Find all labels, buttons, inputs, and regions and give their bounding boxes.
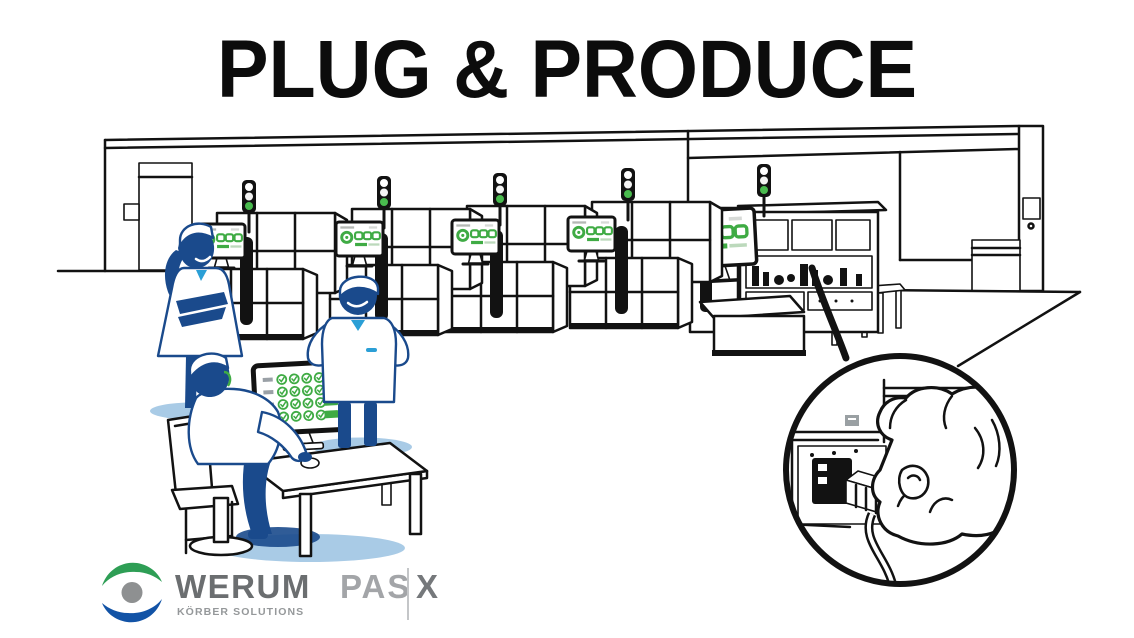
label-icon bbox=[845, 415, 859, 426]
hand bbox=[298, 452, 312, 462]
cap bbox=[188, 352, 230, 380]
cable bbox=[808, 264, 850, 362]
operator-seated bbox=[187, 352, 320, 539]
thumb bbox=[897, 464, 930, 500]
magnifier-circle bbox=[783, 353, 1017, 587]
lens-ring bbox=[783, 353, 1017, 587]
pasx-wordmark-pas: PAS bbox=[340, 568, 411, 605]
crossed-arms bbox=[176, 292, 228, 314]
pasx-wordmark-x: X bbox=[416, 568, 438, 605]
werum-icon bbox=[102, 562, 162, 623]
pillar-panel bbox=[1022, 197, 1041, 220]
wall-sign bbox=[123, 203, 140, 221]
floor-perspective-line bbox=[956, 290, 1082, 368]
cap bbox=[338, 275, 380, 299]
headset-earpiece bbox=[223, 370, 232, 387]
lab-coat bbox=[320, 316, 398, 404]
leg bbox=[242, 452, 272, 534]
hand-plugging-cable bbox=[870, 385, 1014, 546]
lab-coat bbox=[156, 266, 244, 358]
factory-hall bbox=[56, 124, 1082, 368]
collar bbox=[351, 320, 365, 331]
worker-standing-male bbox=[306, 275, 410, 448]
collar bbox=[196, 270, 207, 281]
cap bbox=[178, 222, 215, 248]
stool bbox=[188, 496, 254, 557]
brand-logo: WERUM KÖRBER SOLUTIONS PAS X bbox=[102, 562, 438, 623]
werum-subtitle: KÖRBER SOLUTIONS bbox=[177, 605, 304, 618]
werum-wordmark: WERUM bbox=[175, 568, 311, 605]
page-title: PLUG & PRODUCE bbox=[217, 24, 917, 115]
